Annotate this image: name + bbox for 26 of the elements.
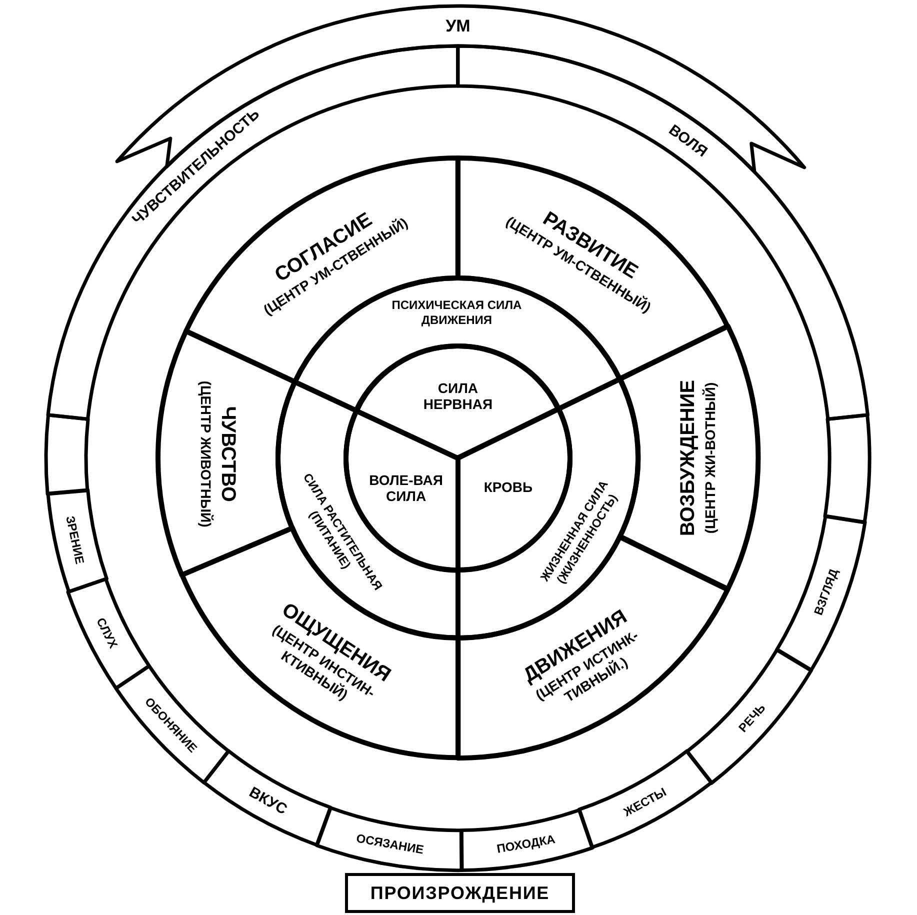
ring-segment: [44, 412, 90, 496]
ring-segment: [577, 749, 714, 850]
ring-segment: [823, 412, 872, 524]
ring-segment: [774, 514, 867, 672]
segment-label: ОСЯЗАНИЕ: [355, 831, 425, 857]
sector-label: ПСИХИЧЕСКАЯ СИЛА ДВИЖЕНИЯ: [390, 298, 523, 328]
sector-label: КРОВЬ: [484, 478, 533, 495]
sector-title: ВОЗБУЖДЕНИЕ: [676, 380, 700, 536]
sector: [618, 324, 760, 592]
sector-label: СИЛА НЕРВНАЯ: [422, 380, 494, 412]
ring-segment: [685, 648, 814, 785]
banner-label: УМ: [446, 16, 470, 36]
sector-title: ЧУВСТВО: [216, 406, 240, 502]
ring-segment: [66, 577, 152, 690]
box-label: ПРОИЗРОЖДЕНИЕ: [370, 882, 550, 904]
ring-segment: [315, 806, 464, 872]
sector: [156, 329, 297, 578]
ring-segment: [114, 664, 231, 785]
sector-subtitle: (ЦЕНТР ЖИВОТНЫЙ): [197, 380, 214, 528]
sector-label: ВОЛЕ-ВАЯ СИЛА: [368, 472, 444, 504]
ring-segment: [202, 749, 333, 848]
sector-subtitle: (ЦЕНТР ЖИ-ВОТНЫЙ): [702, 382, 719, 534]
segment-label: ЗРЕНИЕ: [62, 514, 86, 565]
segment-label: ПОХОДКА: [496, 832, 556, 856]
label-box: [345, 873, 575, 913]
ring-segment: [460, 808, 594, 872]
